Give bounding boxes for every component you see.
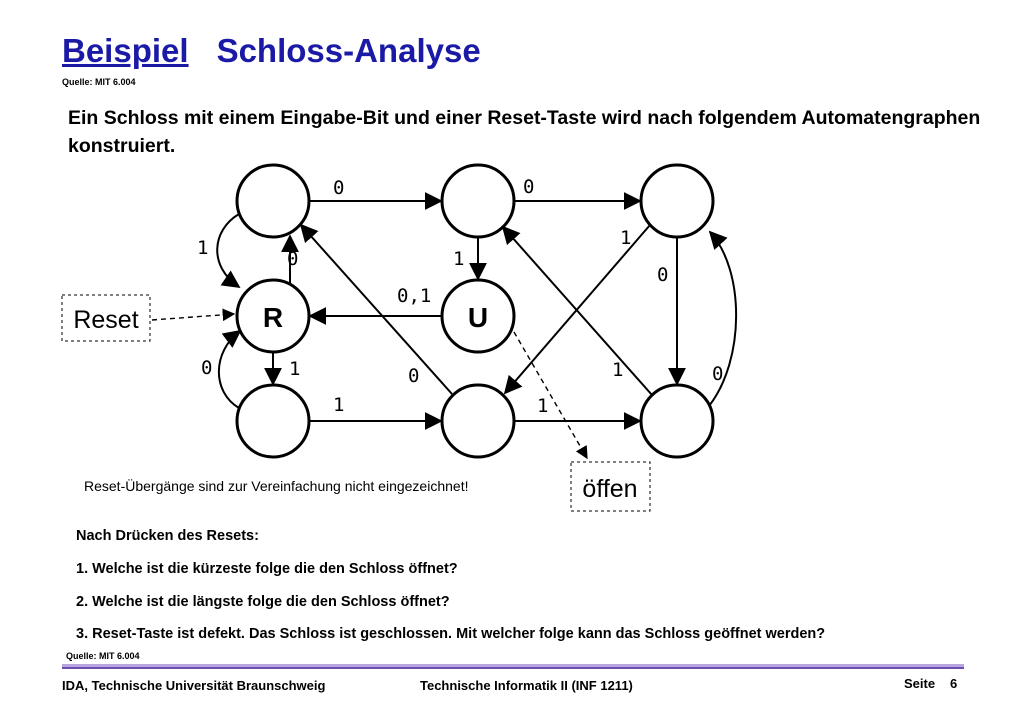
footer-course: Technische Informatik II (INF 1211) — [420, 678, 633, 693]
state-top-mid — [440, 163, 516, 239]
label-top-mid-to-top-right: 0 — [523, 176, 534, 198]
edge-bottom-mid-to-top-left — [299, 223, 453, 395]
label-r-to-top-left: 0 — [287, 248, 298, 270]
state-top-left — [235, 163, 311, 239]
label-top-left-to-top-mid: 0 — [333, 177, 344, 199]
label-bottom-left-to-bottom-mid: 1 — [333, 394, 344, 416]
questions-heading: Nach Drücken des Resets: — [76, 528, 259, 544]
label-r-to-bottom-left: 1 — [289, 358, 300, 380]
state-r-label: R — [263, 302, 283, 333]
label-top-right-to-bottom-mid: 1 — [620, 227, 631, 249]
footer-institution: IDA, Technische Universität Braunschweig — [62, 678, 326, 693]
intro-text: Ein Schloss mit einem Eingabe-Bit und ei… — [68, 107, 981, 157]
label-bottom-mid-to-bottom-right: 1 — [537, 395, 548, 417]
reset-arrow — [151, 308, 236, 322]
question-1: 1. Welche ist die kürzeste folge die den… — [76, 561, 458, 577]
source-bottom: Quelle: MIT 6.004 — [66, 651, 140, 661]
reset-box — [61, 294, 151, 342]
simplification-note: Reset-Übergänge sind zur Vereinfachung n… — [84, 478, 469, 494]
label-u-to-r: 0,1 — [397, 285, 431, 307]
open-arrow — [513, 331, 588, 460]
open-box-label: öffen — [582, 475, 637, 503]
state-bottom-left — [235, 383, 311, 459]
label-top-right-to-bottom-right: 0 — [657, 264, 668, 286]
state-bottom-mid — [440, 383, 516, 459]
page-title: Beispiel Schloss-Analyse — [62, 32, 481, 70]
edge-top-left-to-r — [216, 213, 241, 289]
footer-rule-light — [62, 664, 964, 667]
edge-bottom-left-to-r — [218, 329, 242, 409]
title-part2: Schloss-Analyse — [216, 32, 481, 69]
edge-bottom-right-to-top-mid — [501, 225, 653, 396]
state-top-right — [639, 163, 715, 239]
footer-rule-dark — [62, 667, 964, 669]
label-bottom-left-to-r: 0 — [201, 357, 212, 379]
edge-top-right-to-bottom-mid — [503, 224, 651, 395]
title-part1: Beispiel — [62, 32, 189, 69]
state-bottom-right — [639, 383, 715, 459]
open-box — [570, 461, 651, 512]
question-2: 2. Welche ist die längste folge die den … — [76, 594, 450, 610]
label-bottom-right-to-top-mid: 1 — [612, 359, 623, 381]
source-top: Quelle: MIT 6.004 — [62, 77, 136, 87]
label-bottom-mid-to-top-left: 0 — [408, 365, 419, 387]
reset-box-label: Reset — [73, 306, 138, 334]
label-top-left-self-1: 1 — [197, 237, 208, 259]
label-top-mid-to-u: 1 — [453, 248, 464, 270]
footer-page-number: 6 — [950, 676, 958, 691]
question-3: 3. Reset-Taste ist defekt. Das Schloss i… — [76, 626, 826, 642]
state-u-label: U — [468, 302, 488, 333]
edge-bottom-right-to-top-right — [708, 230, 738, 407]
footer-page-label: Seite — [904, 676, 936, 691]
label-bottom-right-to-top-right: 0 — [712, 363, 723, 385]
